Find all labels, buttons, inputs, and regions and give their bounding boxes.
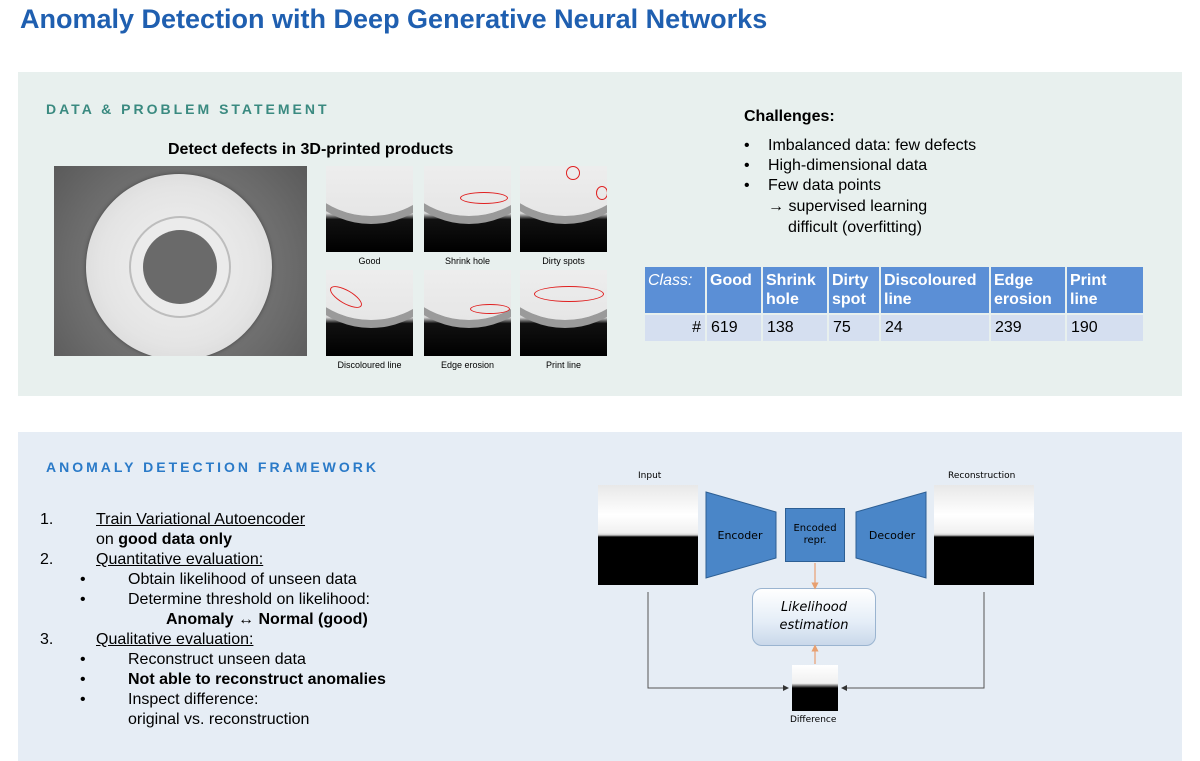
- thumbnail-label: Shrink hole: [444, 256, 491, 266]
- step-number: 2.: [40, 551, 54, 568]
- step-emphasis: good data only: [118, 531, 233, 548]
- step-number: 1.: [40, 511, 54, 528]
- step-bullet-text: Inspect difference:: [128, 691, 259, 708]
- step-text: on: [96, 531, 119, 548]
- thumbnail-label: Dirty spots: [542, 256, 585, 266]
- difference-label: Difference: [790, 715, 837, 725]
- table-cell-count-label: #: [645, 313, 707, 341]
- table-cell: 619: [707, 313, 763, 341]
- challenges-block: Challenges: Imbalanced data: few defects…: [744, 108, 976, 238]
- bullet: •: [80, 671, 86, 688]
- input-label: Input: [638, 471, 662, 481]
- input-image: [598, 485, 698, 585]
- bullet: •: [80, 651, 86, 668]
- section-heading-framework: ANOMALY DETECTION FRAMEWORK: [46, 459, 379, 475]
- table-row: # 619 138 75 24 239 190: [645, 313, 1143, 341]
- table-cell: 24: [881, 313, 991, 341]
- reconstruction-image: [934, 485, 1034, 585]
- difference-image: [792, 665, 838, 711]
- decoder-shape: [855, 491, 927, 579]
- thumbnail-good: [326, 166, 413, 252]
- likelihood-label: Likelihood: [780, 600, 847, 615]
- encoder-label: Encoder: [717, 529, 763, 542]
- thumbnail-dirty-spots: [520, 166, 607, 252]
- step-title: Quantitative evaluation:: [96, 551, 264, 568]
- ring-hole: [143, 230, 217, 304]
- step-bullet-text: Not able to reconstruct anomalies: [128, 671, 386, 688]
- likelihood-estimation-box: Likelihood estimation: [752, 588, 876, 646]
- step-bullet-text: original vs. reconstruction: [128, 711, 310, 728]
- threshold-label: Anomaly ↔ Normal (good): [166, 611, 368, 628]
- section-heading-data: DATA & PROBLEM STATEMENT: [46, 101, 330, 117]
- table-cell: 138: [763, 313, 829, 341]
- challenges-title: Challenges:: [744, 108, 835, 125]
- likelihood-label: estimation: [779, 618, 849, 633]
- page-title: Anomaly Detection with Deep Generative N…: [20, 4, 768, 34]
- thumbnail-print-line: [520, 270, 607, 356]
- bullet: •: [80, 691, 86, 708]
- encoder-shape: [705, 491, 777, 579]
- thumbnail-label: Discoloured line: [337, 360, 402, 370]
- bullet: •: [80, 591, 86, 608]
- encoded-label: Encoded: [793, 523, 837, 534]
- thumbnail-shrink-hole: [424, 166, 511, 252]
- reconstruction-label: Reconstruction: [948, 471, 1016, 481]
- challenge-item: Imbalanced data: few defects: [744, 136, 976, 156]
- step-bullet-text: Determine threshold on likelihood:: [128, 591, 370, 608]
- decoder-label: Decoder: [868, 529, 916, 542]
- step-bullet-text: Obtain likelihood of unseen data: [128, 571, 357, 588]
- thumbnail-label: Edge erosion: [440, 360, 495, 370]
- step-number: 3.: [40, 631, 54, 648]
- challenge-consequence: → supervised learning: [768, 198, 928, 215]
- step-title: Qualitative evaluation:: [96, 631, 254, 648]
- challenge-item: High-dimensional data: [744, 156, 976, 176]
- product-photo: [54, 166, 307, 356]
- encoded-label: repr.: [803, 535, 827, 546]
- thumbnail-discoloured-line: [326, 270, 413, 356]
- thumbnail-label: Print line: [545, 360, 581, 370]
- thumbnail-label: Good: [358, 256, 381, 266]
- detect-title: Detect defects in 3D-printed products: [168, 141, 454, 158]
- table-cell: 239: [991, 313, 1067, 341]
- table-header-cell: Good: [707, 267, 763, 313]
- line-input-to-difference: [647, 592, 789, 691]
- bullet: •: [80, 571, 86, 588]
- thumbnail-edge-erosion: [424, 270, 511, 356]
- table-header-class: Class:: [645, 267, 707, 313]
- table-cell: 75: [829, 313, 881, 341]
- step-title: Train Variational Autoencoder: [96, 511, 306, 528]
- line-reconstruction-to-difference: [841, 592, 985, 691]
- challenge-item: Few data points: [744, 176, 976, 196]
- step-bullet-text: Reconstruct unseen data: [128, 651, 306, 668]
- table-cell: 190: [1067, 313, 1143, 341]
- challenge-consequence-cont: difficult (overfitting): [788, 219, 922, 236]
